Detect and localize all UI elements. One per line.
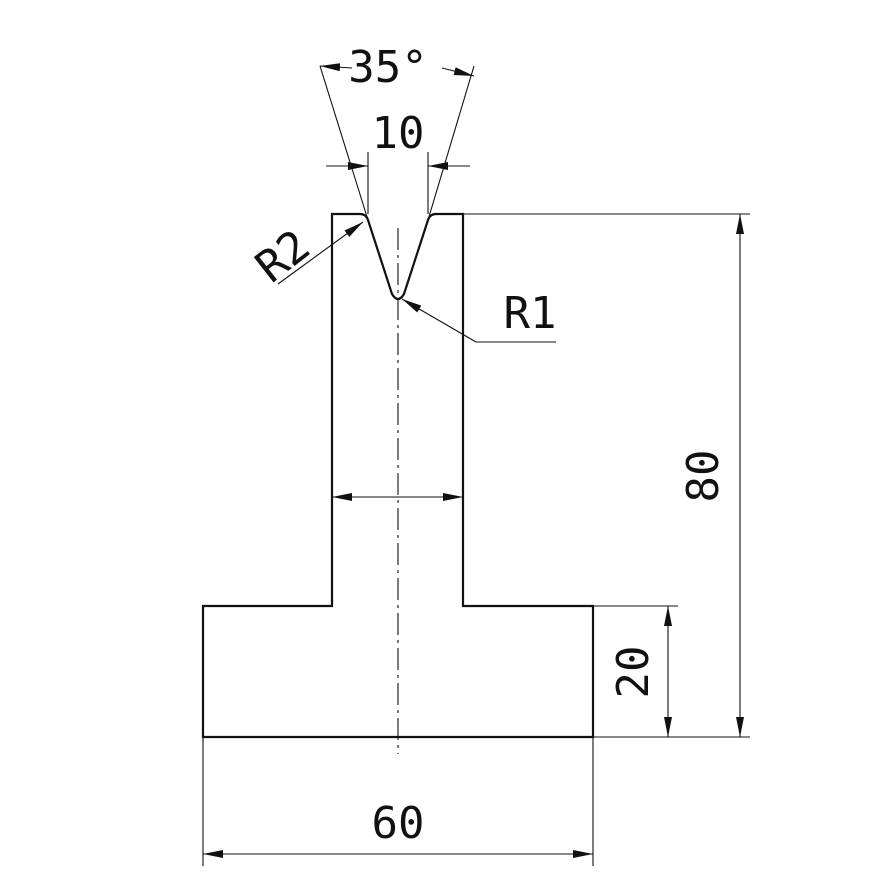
r1-leader [401,298,477,343]
height20-label: 20 [608,646,659,699]
r2-leader [277,221,364,285]
angle-arrow-left [319,63,353,72]
r1-label: R1 [504,288,557,339]
angle-label: 35° [348,42,427,93]
width10-label: 10 [372,108,425,159]
width60-label: 60 [372,798,425,849]
r2-label: R2 [246,220,319,293]
angle-extension-left [319,65,369,221]
height80-label: 80 [678,450,729,503]
angle-extension-right [427,65,475,221]
die-outline [201,212,595,739]
angle-arrow-right [441,67,475,77]
